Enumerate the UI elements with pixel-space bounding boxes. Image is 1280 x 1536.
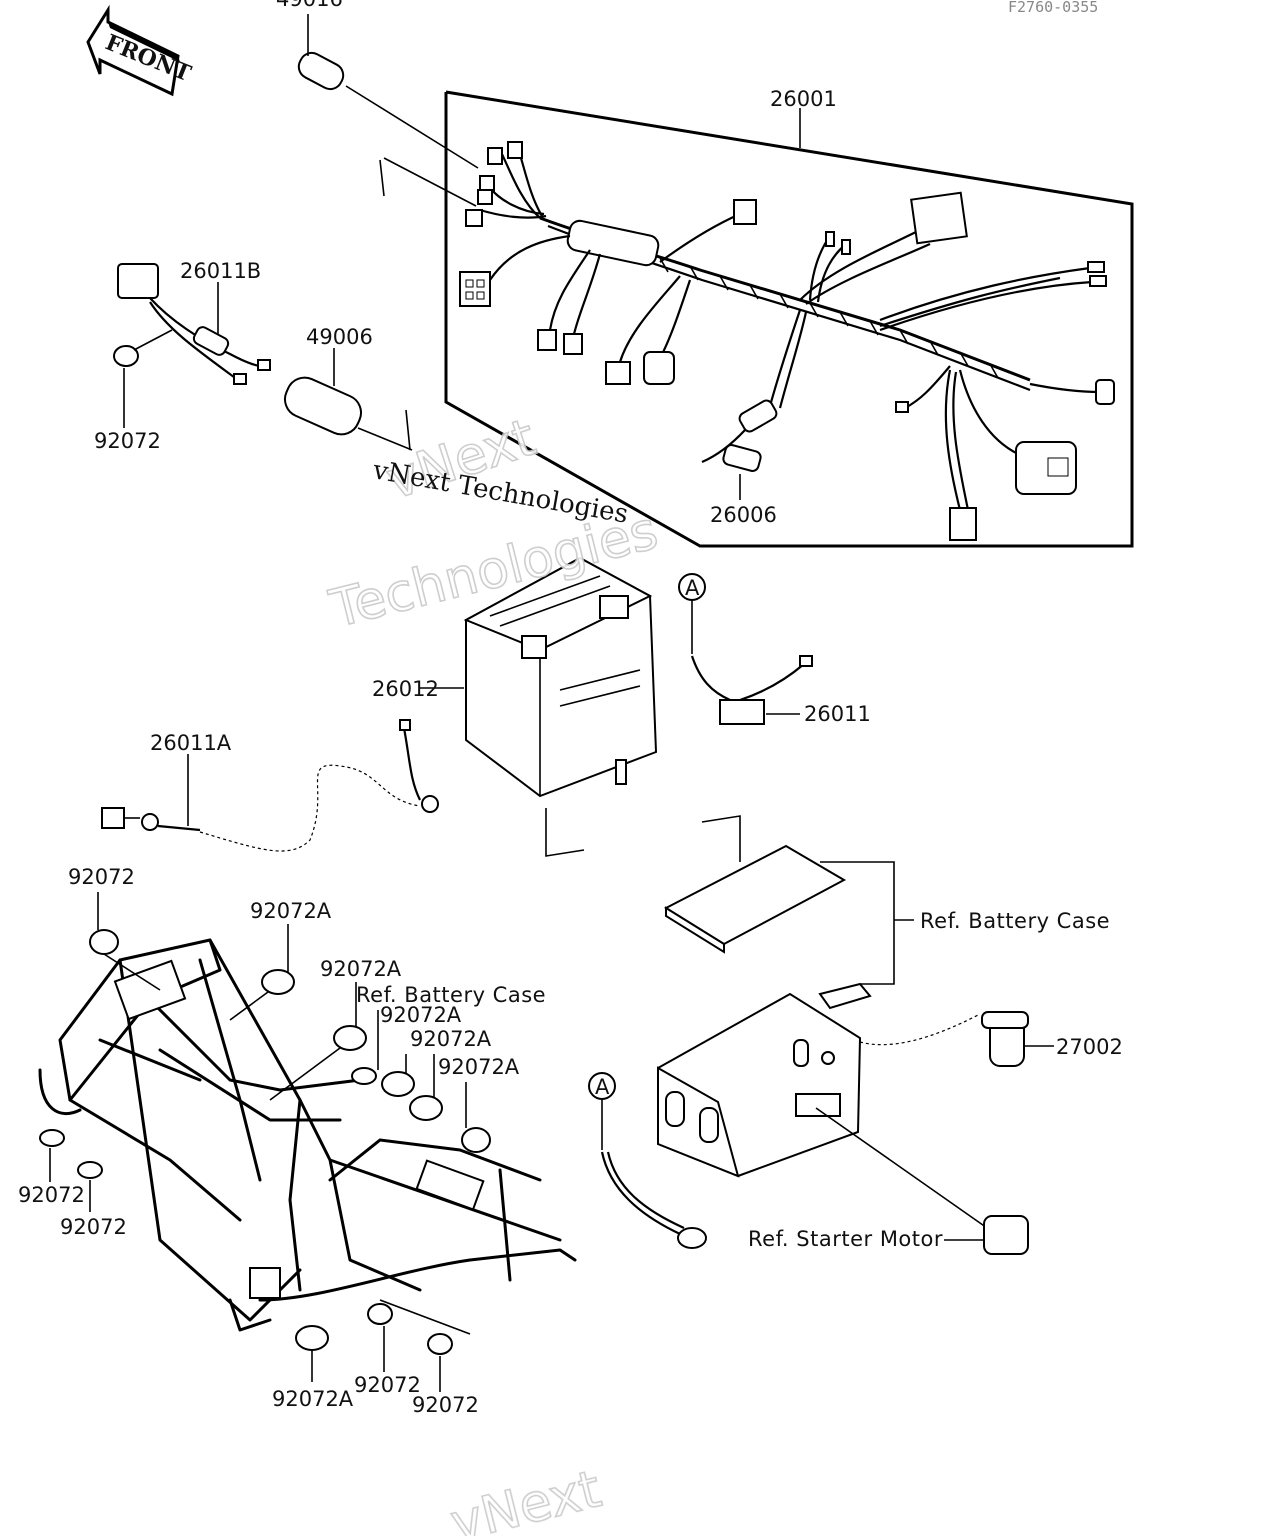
label-26006: 26006 [710, 503, 777, 527]
front-arrow-icon: FRONT [86, 4, 195, 97]
clip-92072 [113, 345, 139, 367]
watermark-bottom: vNext [445, 1459, 607, 1536]
clip-92072A [409, 1095, 443, 1121]
label-26011B: 26011B [180, 259, 261, 283]
connector-block [605, 361, 631, 385]
label-92072A: 92072A [380, 1003, 462, 1027]
harness-outline [444, 90, 1134, 548]
clip-92072 [427, 1333, 453, 1355]
label-92072A: 92072A [272, 1387, 354, 1411]
svg-text:A: A [595, 1075, 610, 1099]
label-26011A: 26011A [150, 731, 232, 755]
connector-block [949, 507, 977, 541]
clip-92072A [381, 1071, 415, 1097]
four-pin-connector [459, 271, 491, 307]
clip-92072 [367, 1303, 393, 1325]
label-49016: 49016 [276, 0, 343, 11]
end-connector [1095, 379, 1115, 405]
spade-connector [537, 329, 557, 351]
label-ref-battery-case: Ref. Battery Case [920, 909, 1110, 933]
spade-connector [563, 333, 583, 355]
part-26011B [113, 263, 271, 428]
clip-92072A [461, 1127, 491, 1153]
label-92072-left: 92072 [68, 865, 135, 889]
ground-cable-a: A [588, 1072, 707, 1249]
part-49006 [284, 348, 413, 451]
bullet-connector [465, 209, 483, 227]
label-92072: 92072 [354, 1373, 421, 1397]
label-ref-starter-motor: Ref. Starter Motor [748, 1227, 943, 1251]
clip-92072A [261, 969, 295, 995]
label-92072: 92072 [60, 1215, 127, 1239]
connector-block [643, 351, 675, 385]
label-92072: 92072 [18, 1183, 85, 1207]
clip-92072 [39, 1129, 65, 1147]
part-26011: A [678, 573, 813, 725]
label-92072: 92072 [412, 1393, 479, 1417]
label-26011: 26011 [804, 702, 871, 726]
clip-92072A [351, 1067, 377, 1085]
part-49016 [297, 14, 479, 207]
label-27002: 27002 [1056, 1035, 1123, 1059]
label-92072A: 92072A [410, 1027, 492, 1051]
bullet-connector [477, 189, 493, 205]
relay-connector [1015, 441, 1077, 495]
label-92072A: 92072A [438, 1055, 520, 1079]
connector [117, 263, 159, 299]
marker-a-2 [588, 1072, 616, 1100]
clip-92072A [333, 1025, 367, 1051]
label-92072: 92072 [94, 429, 161, 453]
battery-case-group [657, 844, 1054, 1255]
loom-sleeve [566, 219, 660, 267]
battery-terminal [521, 635, 547, 659]
part-labels: 49016 26001 26011B 49006 92072 26006 260… [18, 0, 1123, 1417]
label-92072A: 92072A [320, 957, 402, 981]
label-ref-battery-case-2: Ref. Battery Case [356, 983, 546, 1007]
clip-92072A [295, 1325, 329, 1351]
six-pin-connector [910, 191, 968, 245]
starter-relay [983, 1215, 1029, 1255]
label-92072A: 92072A [250, 899, 332, 923]
fuse-holder-26006 [722, 444, 762, 472]
frame-assembly [38, 938, 577, 1332]
resistor [738, 399, 778, 433]
label-26001: 26001 [770, 87, 837, 111]
svg-text:A: A [685, 576, 700, 600]
clip-92072 [89, 929, 119, 955]
label-26012: 26012 [372, 677, 439, 701]
diagram-code: F2760-0355 [1008, 0, 1098, 16]
bullet-connector [507, 141, 523, 159]
bolt [101, 807, 125, 829]
frame-clips [39, 892, 491, 1392]
battery-26012 [420, 556, 741, 862]
label-49006: 49006 [306, 325, 373, 349]
bullet-connector [487, 147, 503, 165]
part-26011A [101, 719, 439, 852]
clip-92072 [77, 1161, 103, 1179]
connector-block [733, 199, 757, 225]
battery-terminal [599, 595, 629, 619]
main-harness-group [444, 90, 1134, 548]
